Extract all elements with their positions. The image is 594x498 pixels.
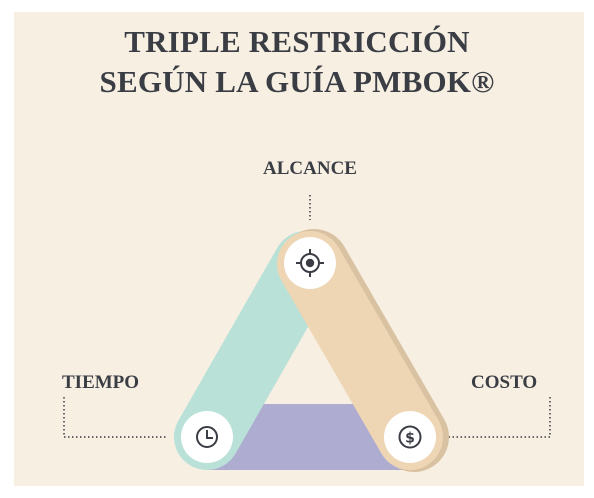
clock-icon xyxy=(196,426,218,448)
cost-node: $ xyxy=(384,411,436,463)
time-node xyxy=(181,411,233,463)
title-line-1: TRIPLE RESTRICCIÓN xyxy=(124,24,470,59)
page-title: TRIPLE RESTRICCIÓN SEGÚN LA GUÍA PMBOK® xyxy=(0,22,594,102)
time-label: TIEMPO xyxy=(62,372,140,393)
time-leader-line xyxy=(63,397,168,438)
title-line-2: SEGÚN LA GUÍA PMBOK® xyxy=(99,64,495,99)
scope-node xyxy=(284,237,336,289)
scope-cost-band xyxy=(277,231,443,470)
cost-leader-line xyxy=(448,397,551,438)
svg-text:$: $ xyxy=(405,431,415,447)
dollar-coin-icon: $ xyxy=(398,425,422,449)
scope-label: ALCANCE xyxy=(263,158,357,179)
cost-label: COSTO xyxy=(471,372,538,393)
target-icon xyxy=(296,249,324,277)
